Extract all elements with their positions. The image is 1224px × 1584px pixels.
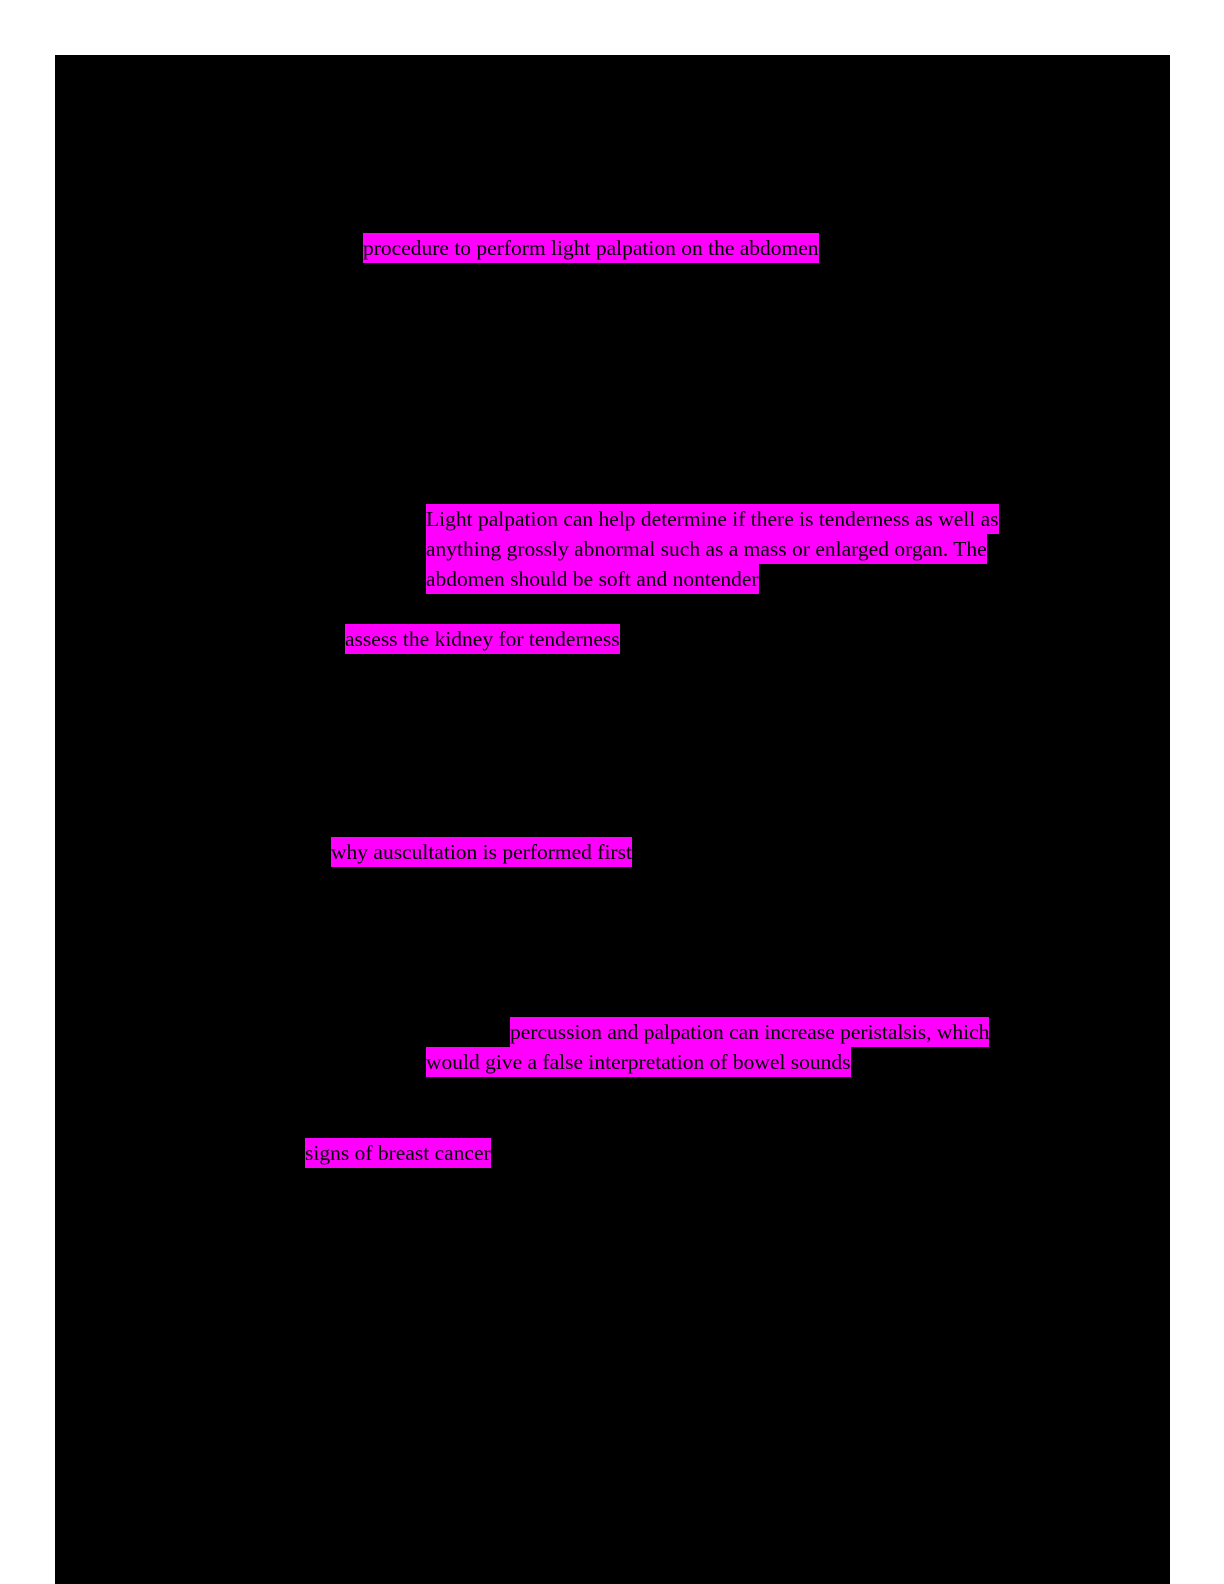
highlight-annotation-percussion-palpation-peristalsis[interactable]: percussion and palpation can increase pe… xyxy=(426,1017,990,1078)
highlight-text: would give a false interpretation of bow… xyxy=(426,1046,851,1077)
highlight-line: percussion and palpation can increase pe… xyxy=(426,1017,990,1048)
highlight-annotation-procedure-light-palpation[interactable]: procedure to perform light palpation on … xyxy=(363,233,819,264)
highlight-line: signs of breast cancer xyxy=(305,1138,491,1169)
highlight-annotation-signs-of-breast-cancer[interactable]: signs of breast cancer xyxy=(305,1138,491,1169)
highlight-line: why auscultation is performed first xyxy=(331,837,632,868)
highlight-annotation-assess-kidney-tenderness[interactable]: assess the kidney for tenderness xyxy=(345,624,620,655)
highlight-line: procedure to perform light palpation on … xyxy=(363,233,819,264)
highlight-text: procedure to perform light palpation on … xyxy=(363,233,819,263)
highlight-text: why auscultation is performed first xyxy=(331,837,632,867)
document-page: procedure to perform light palpation on … xyxy=(55,55,1170,1584)
highlight-line: anything grossly abnormal such as a mass… xyxy=(426,533,999,565)
highlight-line: abdomen should be soft and nontender xyxy=(426,563,999,595)
highlight-annotation-why-auscultation-first[interactable]: why auscultation is performed first xyxy=(331,837,632,868)
highlight-text: signs of breast cancer xyxy=(305,1138,491,1168)
highlight-line: would give a false interpretation of bow… xyxy=(426,1046,989,1078)
highlight-line: assess the kidney for tenderness xyxy=(345,624,620,655)
highlight-text: abdomen should be soft and nontender xyxy=(426,563,759,594)
highlight-text: percussion and palpation can increase pe… xyxy=(510,1017,990,1047)
highlight-text: Light palpation can help determine if th… xyxy=(426,504,999,534)
highlight-line: Light palpation can help determine if th… xyxy=(426,504,999,535)
highlight-text: assess the kidney for tenderness xyxy=(345,624,620,654)
highlight-text: anything grossly abnormal such as a mass… xyxy=(426,533,987,564)
highlight-annotation-light-palpation-findings[interactable]: Light palpation can help determine if th… xyxy=(426,504,999,595)
